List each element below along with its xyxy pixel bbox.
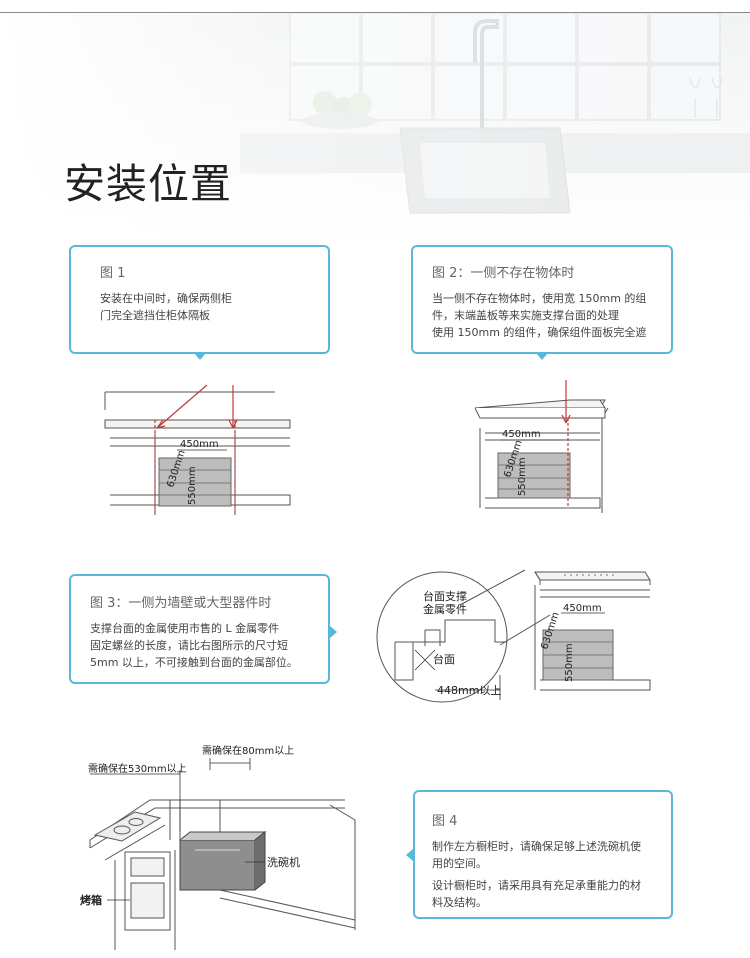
- dishwasher-space: [497, 452, 571, 499]
- dim-height: 550mm: [564, 643, 575, 682]
- note-title: 图 2：一侧不存在物体时: [432, 266, 575, 281]
- note-line: 当一侧不存在物体时，使用宽 150mm 的组: [432, 292, 647, 305]
- detail-zoom-circle: [376, 571, 508, 703]
- dim-width: 450mm: [180, 439, 219, 450]
- callout-pointer: [536, 353, 548, 360]
- callout-pointer: [406, 849, 413, 861]
- note-line: 5mm 以上，不可接触到台面的金属部位。: [90, 656, 298, 669]
- red-arrow: [156, 384, 208, 429]
- dishwasher-box: [179, 839, 256, 891]
- dim-width: 450mm: [563, 603, 602, 614]
- dim-width: 450mm: [502, 429, 541, 440]
- note-figure-3: 图 3：一侧为墙壁或大型器件时 支撑台面的金属使用市售的 L 金属零件 固定螺丝…: [69, 574, 330, 684]
- counter-label: 台面: [433, 652, 455, 666]
- diagram-3-wall-side: 台面支撑 金属零件 台面 448mm以上 450mm 630mm 550mm: [376, 569, 651, 703]
- callout-pointer: [330, 626, 337, 638]
- top-clearance-label: 需确保在80mm以上: [202, 744, 294, 757]
- dim-height: 550mm: [517, 457, 528, 496]
- bracket-label: 台面支撑: [423, 589, 467, 603]
- note-line: 件，末端盖板等来实施支撑台面的处理: [432, 309, 619, 322]
- note-title: 图 3：一侧为墙壁或大型器件时: [90, 596, 272, 611]
- note-figure-4: 图 4 制作左方橱柜时，请确保足够上述洗碗机使用的空间。 设计橱柜时，请采用具有…: [413, 790, 673, 919]
- callout-pointer: [194, 353, 206, 360]
- note-line: 支撑台面的金属使用市售的 L 金属零件: [90, 622, 280, 635]
- note-body: 安装在中间时，确保两侧柜 门完全遮挡住柜体隔板: [100, 290, 328, 324]
- kitchen-background-image: [0, 13, 750, 243]
- note-body: 当一侧不存在物体时，使用宽 150mm 的组 件，末端盖板等来实施支撑台面的处理…: [432, 290, 671, 341]
- note-figure-2: 图 2：一侧不存在物体时 当一侧不存在物体时，使用宽 150mm 的组 件，末端…: [411, 245, 673, 354]
- note-paragraph: 制作左方橱柜时，请确保足够上述洗碗机使用的空间。: [432, 838, 671, 872]
- dim-height: 550mm: [187, 466, 198, 505]
- note-line: 用的空间。: [432, 857, 487, 870]
- page-title: 安装位置: [64, 160, 232, 208]
- dim-depth-min: 448mm以上: [437, 684, 501, 697]
- note-title: 图 4: [432, 814, 458, 829]
- note-figure-1: 图 1 安装在中间时，确保两侧柜 门完全遮挡住柜体隔板: [69, 245, 330, 354]
- dishwasher-space: [158, 457, 232, 507]
- bracket-label: 金属零件: [423, 602, 467, 616]
- diagram-2-one-side-empty: 450mm 630mm 550mm: [474, 380, 609, 513]
- note-line: 安装在中间时，确保两侧柜: [100, 292, 232, 305]
- oven-label: 烤箱: [80, 893, 102, 907]
- note-line: 固定螺丝的长度，请比右图所示的尺寸短: [90, 639, 288, 652]
- note-line: 门完全遮挡住柜体隔板: [100, 309, 210, 322]
- dishwasher-label: 洗碗机: [267, 855, 300, 869]
- note-line: 设计橱柜时，请采用具有充足承重能力的材: [432, 879, 641, 892]
- note-paragraph: 设计橱柜时，请采用具有充足承重能力的材料及结构。: [432, 877, 671, 911]
- note-line: 使用 150mm 的组件，确保组件面板完全遮: [432, 326, 647, 339]
- note-line: 制作左方橱柜时，请确保足够上述洗碗机使: [432, 840, 641, 853]
- note-body: 制作左方橱柜时，请确保足够上述洗碗机使用的空间。 设计橱柜时，请采用具有充足承重…: [432, 838, 671, 911]
- diagram-4-cabinet-space: 需确保在80mm以上 需确保在530mm以上 洗碗机 烤箱: [80, 744, 356, 950]
- diagram-1-middle-install: 450mm 630mm 550mm: [104, 384, 291, 515]
- note-line: 料及结构。: [432, 896, 487, 909]
- note-body: 支撑台面的金属使用市售的 L 金属零件 固定螺丝的长度，请比右图所示的尺寸短 5…: [90, 620, 328, 671]
- note-title: 图 1: [100, 266, 126, 281]
- side-clearance-label: 需确保在530mm以上: [88, 762, 187, 775]
